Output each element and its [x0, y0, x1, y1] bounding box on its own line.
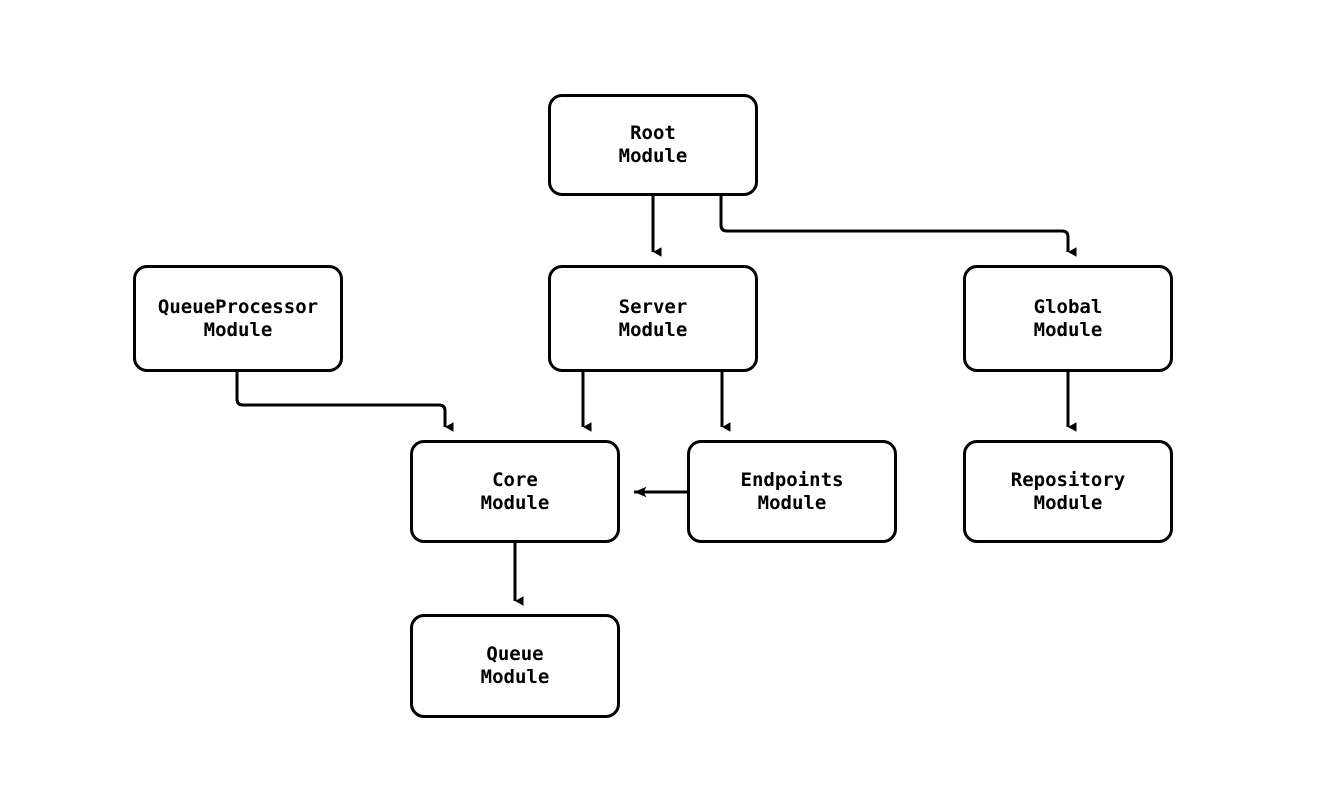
- node-queue-module[interactable]: Queue Module: [410, 614, 620, 718]
- node-label: Core Module: [480, 468, 550, 514]
- edge-root-to-global: [719, 196, 1077, 257]
- edge-queueprocessor-to-core: [235, 372, 454, 432]
- node-core-module[interactable]: Core Module: [410, 440, 620, 543]
- node-label: Server Module: [618, 295, 688, 341]
- node-label: Root Module: [618, 122, 688, 167]
- node-global-module[interactable]: Global Module: [963, 265, 1173, 372]
- node-server-module[interactable]: Server Module: [548, 265, 758, 372]
- node-label: Queue Module: [480, 643, 550, 688]
- node-label: QueueProcessor Module: [157, 295, 319, 341]
- node-label: Repository Module: [1010, 468, 1126, 514]
- node-queueprocessor-module[interactable]: QueueProcessor Module: [133, 265, 343, 372]
- node-repository-module[interactable]: Repository Module: [963, 440, 1173, 543]
- node-root-module[interactable]: Root Module: [548, 94, 758, 196]
- node-endpoints-module[interactable]: Endpoints Module: [687, 440, 897, 543]
- node-label: Global Module: [1033, 295, 1103, 341]
- node-label: Endpoints Module: [740, 468, 844, 514]
